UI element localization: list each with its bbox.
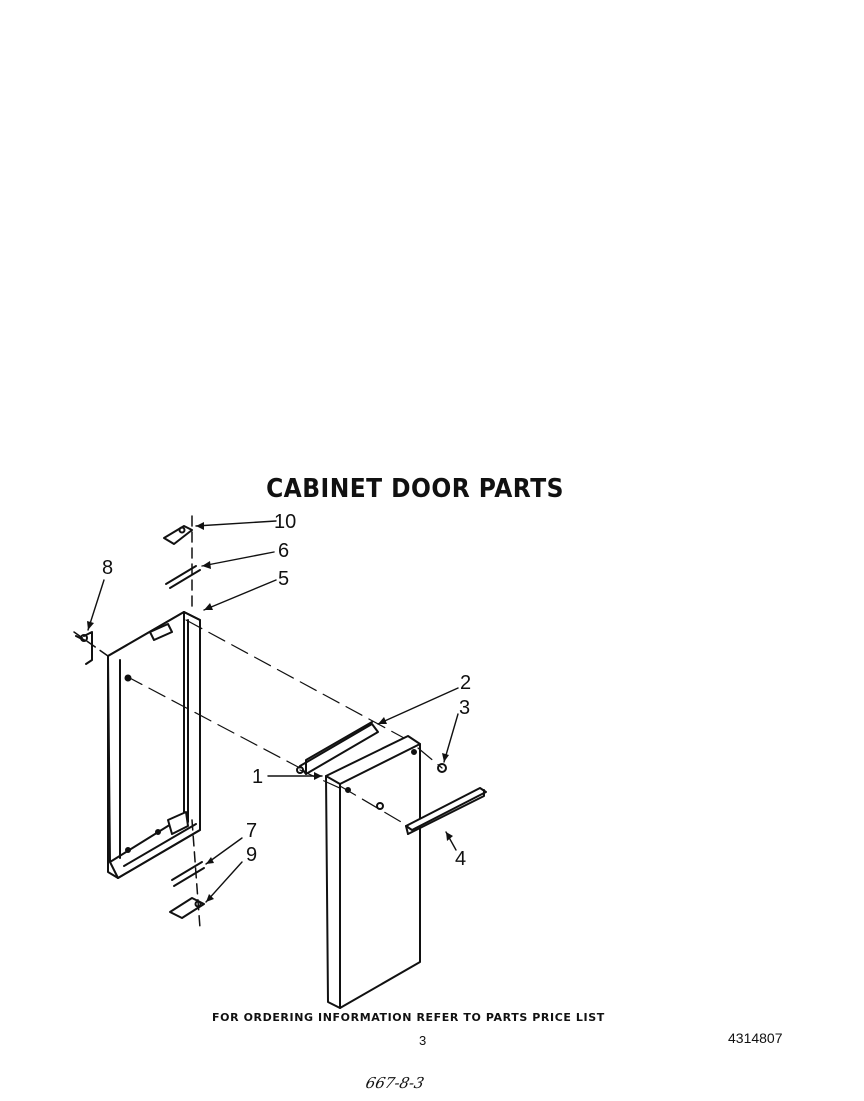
callout-3: 3 bbox=[459, 697, 471, 719]
handwritten-note: 667-8-3 bbox=[364, 1074, 426, 1092]
document-number: 4314807 bbox=[728, 1030, 783, 1046]
callout-10: 10 bbox=[274, 511, 297, 533]
pin-part-7 bbox=[171, 861, 205, 887]
pin-part-6 bbox=[165, 565, 201, 589]
page-number: 3 bbox=[419, 1033, 427, 1048]
callout-7: 7 bbox=[246, 820, 258, 842]
handle-part-4 bbox=[405, 787, 487, 835]
ordering-information-note: FOR ORDERING INFORMATION REFER TO PARTS … bbox=[212, 1011, 605, 1024]
clip-part-8 bbox=[75, 631, 93, 665]
callout-1: 1 bbox=[252, 766, 264, 788]
callout-5: 5 bbox=[278, 568, 290, 590]
callout-4: 4 bbox=[455, 848, 467, 870]
door-frame-part-5 bbox=[107, 611, 201, 879]
callout-6: 6 bbox=[278, 540, 290, 562]
hinge-part-10 bbox=[163, 525, 193, 545]
callout-2: 2 bbox=[460, 672, 472, 694]
diagram-title: CABINET DOOR PARTS bbox=[266, 474, 564, 504]
door-panel-part-1 bbox=[325, 735, 421, 1009]
callout-9: 9 bbox=[246, 844, 258, 866]
callout-8: 8 bbox=[102, 557, 114, 579]
